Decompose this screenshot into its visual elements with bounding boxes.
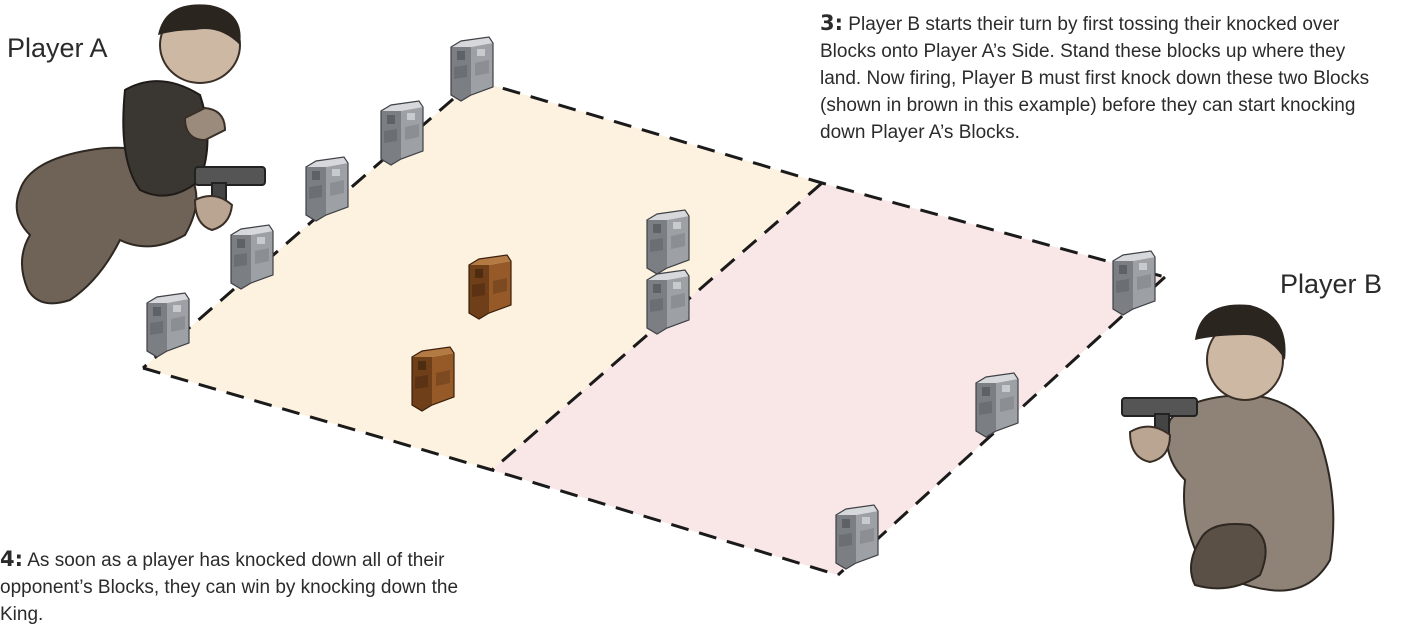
player-a-label: Player A xyxy=(7,33,108,64)
step-4-text: 4: As soon as a player has knocked down … xyxy=(0,546,490,628)
step-3-text: 3: Player B starts their turn by first t… xyxy=(820,10,1388,146)
step-4-number: 4: xyxy=(0,547,23,571)
player-b-label: Player B xyxy=(1280,269,1382,300)
block-b-3 xyxy=(836,505,878,569)
step-3-body: Player B starts their turn by first toss… xyxy=(820,14,1369,143)
block-b-2 xyxy=(976,373,1018,437)
step-3-number: 3: xyxy=(820,11,843,35)
block-b-1 xyxy=(1113,251,1155,315)
step-4-body: As soon as a player has knocked down all… xyxy=(0,550,458,625)
player-b-figure-icon xyxy=(1122,304,1333,590)
